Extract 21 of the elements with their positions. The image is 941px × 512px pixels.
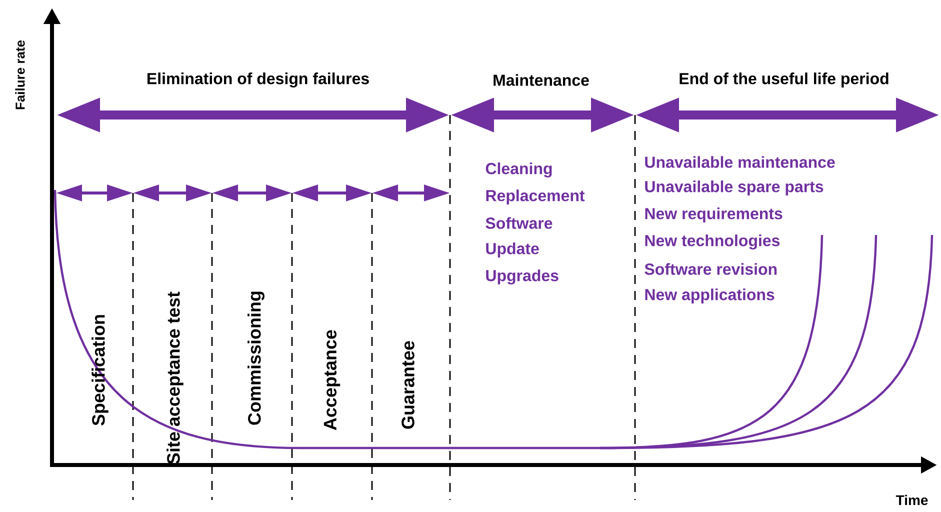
- maintenance-item: Update: [486, 242, 539, 258]
- end-of-life-item: New requirements: [645, 208, 782, 222]
- axis-label: Time: [896, 494, 928, 506]
- end-of-life-item: Unavailable spare parts: [645, 180, 824, 196]
- end-of-life-item: New applications: [645, 288, 774, 304]
- period-heading: Maintenance: [494, 74, 589, 86]
- maintenance-item: Upgrades: [486, 270, 558, 284]
- axis-label: Failure rate: [15, 40, 25, 110]
- maintenance-item: Software: [486, 217, 552, 229]
- maintenance-item: Cleaning: [486, 162, 552, 178]
- end-of-life-item: Software revision: [644, 263, 777, 275]
- end-of-life-item: New technologies: [645, 234, 780, 250]
- period-heading: End of the useful life period: [680, 72, 888, 88]
- end-of-life-item: Unavailable maintenance: [645, 156, 835, 168]
- maintenance-item: Replacement: [486, 190, 585, 204]
- phase-label: Guarantee: [402, 341, 414, 429]
- phase-label: Commissioning: [248, 292, 264, 425]
- phase-label: Acceptance: [324, 330, 340, 430]
- phase-label: Specification: [92, 315, 108, 426]
- period-heading: Elimination of design failures: [148, 72, 369, 88]
- phase-label: Site acceptance test: [166, 292, 184, 464]
